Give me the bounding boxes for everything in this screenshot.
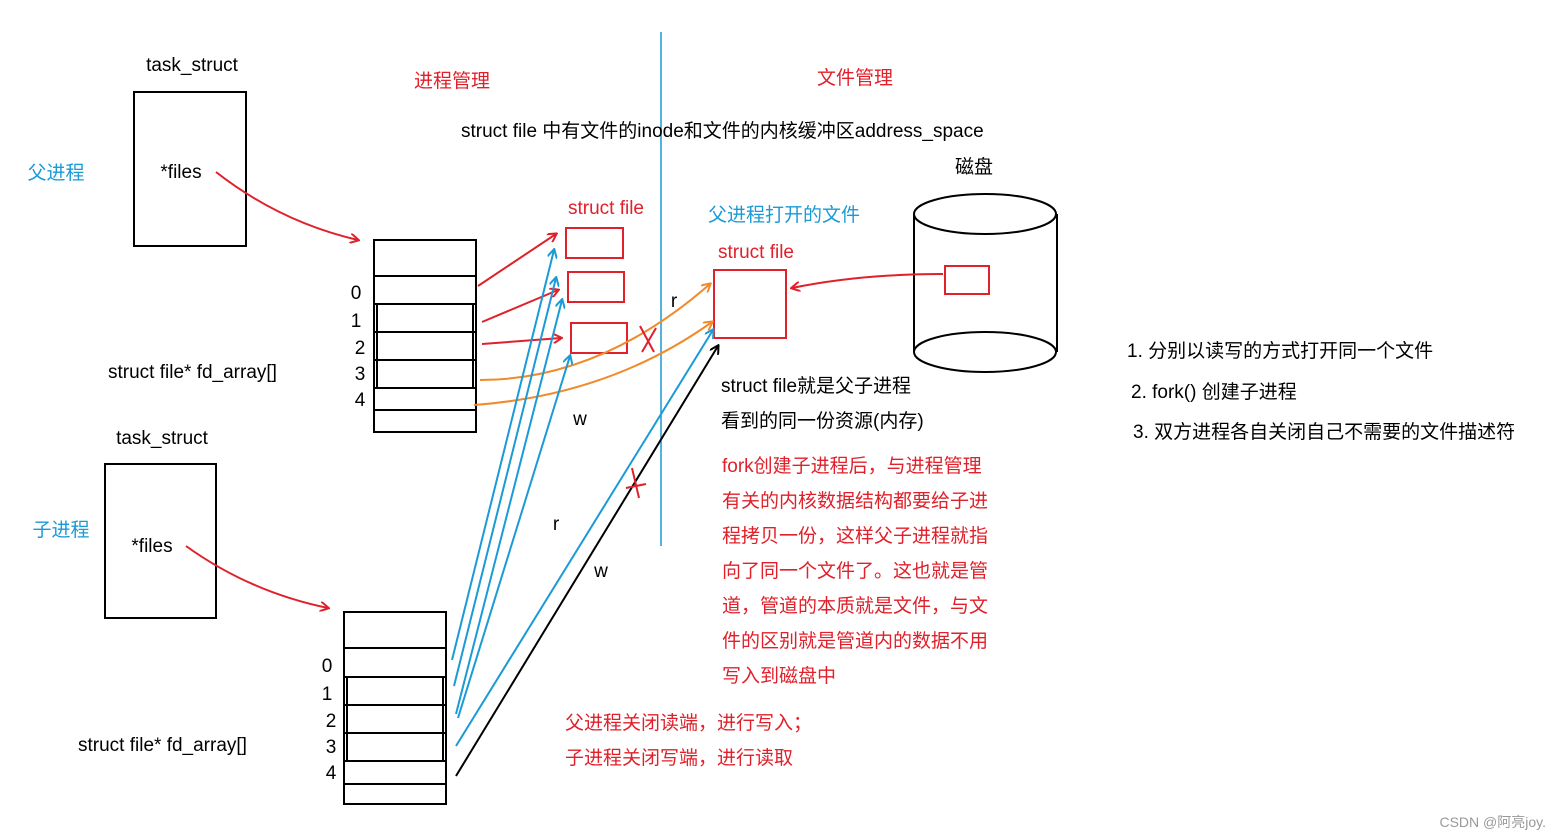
read-label-bottom: r <box>553 514 560 535</box>
child-fd-index-0: 0 <box>322 656 333 677</box>
file-mgmt-title: 文件管理 <box>817 67 893 89</box>
close-note-line-2: 子进程关闭写端，进行读取 <box>565 747 793 769</box>
shared-note-line-1: struct file就是父子进程 <box>721 375 911 397</box>
parent-fd-index-2: 2 <box>355 338 366 359</box>
struct-file-main-label: struct file <box>718 242 794 263</box>
child-fd-index-2: 2 <box>326 711 337 732</box>
fork-note-line-1: fork创建子进程后，与进程管理 <box>722 455 982 477</box>
struct-file-main-box <box>713 269 787 339</box>
fork-note-line-5: 道，管道的本质就是文件，与文 <box>722 595 988 617</box>
watermark: CSDN @阿亮joy. <box>1439 814 1546 830</box>
disk-to-file-arrow <box>792 273 944 288</box>
fork-note-line-3: 程拷贝一份，这样父子进程就指 <box>722 525 988 547</box>
child-fd-array <box>343 611 447 805</box>
child-fd-index-4: 4 <box>326 763 337 784</box>
parent-fd3-read-arrow <box>479 284 710 381</box>
child-process-label: 子进程 <box>32 519 89 541</box>
parent-files-label: *files <box>160 162 201 183</box>
parent-fd-index-1: 1 <box>351 311 362 332</box>
child-fd1-arrow <box>453 278 556 687</box>
close-note-line-1: 父进程关闭读端，进行写入； <box>565 712 812 734</box>
write-label-mid: w <box>572 409 587 430</box>
process-mgmt-title: 进程管理 <box>414 70 490 92</box>
parent-fd-array <box>373 239 477 433</box>
struct-file-note: struct file 中有文件的inode和文件的内核缓冲区address_s… <box>461 120 984 142</box>
parent-files-arrow <box>215 171 358 240</box>
step-1: 1. 分别以读写的方式打开同一个文件 <box>1127 340 1433 362</box>
parent-process-label: 父进程 <box>27 162 84 184</box>
fork-note-line-2: 有关的内核数据结构都要给子进 <box>722 490 988 512</box>
child-files-label: *files <box>131 536 172 557</box>
struct-file-group-label: struct file <box>568 198 644 219</box>
fork-note-line-4: 向了同一个文件了。这也就是管 <box>722 560 988 582</box>
child-fd4-write-arrow <box>455 346 718 777</box>
disk-file-box <box>944 265 990 295</box>
parent-fd2-arrow <box>481 338 561 345</box>
struct-file-stderr-box <box>570 322 628 354</box>
child-fd2-arrow <box>455 300 562 715</box>
child-fd0-arrow <box>451 250 554 661</box>
parent-fd-index-4: 4 <box>355 390 366 411</box>
parent-fd0-arrow <box>477 234 556 287</box>
parent-fd-index-0: 0 <box>351 283 362 304</box>
read-label-top: r <box>671 291 678 312</box>
step-2: 2. fork() 创建子进程 <box>1131 381 1297 403</box>
parent-opened-file-label: 父进程打开的文件 <box>708 204 860 226</box>
child-fd3-read-arrow <box>455 330 713 747</box>
parent-read-close-mark <box>639 325 657 353</box>
parent-fd-index-3: 3 <box>355 364 366 385</box>
child-task-struct-box <box>104 463 217 619</box>
disk-cylinder <box>913 193 1058 373</box>
write-label-bottom: w <box>593 561 608 582</box>
struct-file-stdin-box <box>565 227 624 259</box>
fork-note-line-7: 写入到磁盘中 <box>722 665 836 687</box>
step-3: 3. 双方进程各自关闭自己不需要的文件描述符 <box>1133 421 1515 443</box>
parent-task-struct-box <box>133 91 247 247</box>
child-fd-index-1: 1 <box>322 684 333 705</box>
child-task-struct-label: task_struct <box>116 428 209 449</box>
child-write-close-mark <box>625 467 647 499</box>
parent-task-struct-label: task_struct <box>146 55 239 76</box>
parent-fd4-write-arrow <box>473 322 712 406</box>
child-fd2b-arrow <box>457 356 570 719</box>
child-fd-array-label: struct file* fd_array[] <box>78 735 247 756</box>
child-fd-index-3: 3 <box>326 737 337 758</box>
struct-file-stdout-box <box>567 271 625 303</box>
shared-note-line-2: 看到的同一份资源(内存) <box>721 410 924 432</box>
disk-label: 磁盘 <box>955 156 993 178</box>
child-files-arrow <box>185 545 328 608</box>
parent-fd-array-label: struct file* fd_array[] <box>108 362 277 383</box>
fork-note-line-6: 件的区别就是管道内的数据不用 <box>722 630 988 652</box>
parent-fd1-arrow <box>481 290 558 323</box>
